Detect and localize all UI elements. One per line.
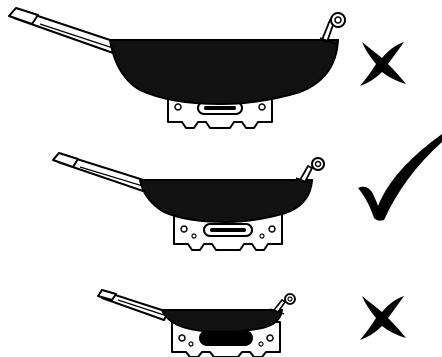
wok-handle <box>9 8 122 54</box>
wok-pan <box>140 180 312 222</box>
wok-pan <box>110 40 338 104</box>
wok-handle <box>53 153 150 192</box>
cross-icon <box>360 296 406 340</box>
row-too-large <box>9 8 345 128</box>
check-icon <box>358 134 442 221</box>
row-correct <box>53 153 324 250</box>
wok-handle <box>98 290 168 320</box>
cross-icon <box>360 42 406 86</box>
row-too-small <box>98 290 295 357</box>
